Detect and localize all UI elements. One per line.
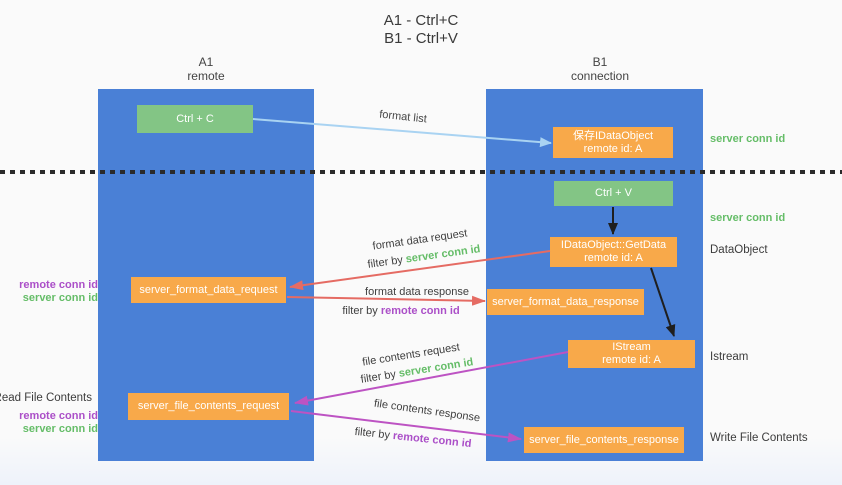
remote-conn-id-label: remote conn id [19, 279, 98, 291]
node-ctrl-c-label: Ctrl + C [176, 112, 214, 125]
node-idataobject-getdata: IDataObject::GetData remote id: A [550, 237, 677, 267]
filter-by-text: filter by [359, 367, 400, 386]
node-ctrl-v: Ctrl + V [554, 181, 673, 206]
column-b1-name: B1 [592, 55, 608, 69]
column-header-a1: A1 remote [106, 55, 306, 83]
label-filter-by-remote-conn-id-format: filter by remote conn id [342, 305, 459, 317]
left-conn-id-labels-file: remote conn id server conn id [19, 410, 98, 436]
node-istream-line2: remote id: A [602, 354, 661, 366]
node-server-file-contents-request: server_file_contents_request [128, 393, 289, 420]
left-conn-id-labels-format: remote conn id server conn id [19, 279, 98, 305]
column-header-b1: B1 connection [500, 55, 700, 83]
machine-boundary-dotted-line [0, 170, 842, 174]
node-format-request-label: server_format_data_request [139, 283, 278, 296]
label-format-list: format list [378, 108, 428, 126]
node-ctrl-c: Ctrl + C [137, 105, 253, 133]
read-file-contents-label: Read File Contents [0, 392, 92, 404]
node-file-request-label: server_file_contents_request [137, 400, 280, 412]
node-server-format-data-request: server_format_data_request [131, 277, 286, 303]
label-filter-by-remote-conn-id-file: filter by remote conn id [354, 426, 472, 450]
server-conn-id-label-top: server conn id [710, 133, 786, 145]
node-save-idataobject-line1: 保存IDataObject [572, 129, 654, 142]
istream-label: Istream [710, 351, 749, 363]
dataobject-label: DataObject [710, 244, 768, 256]
write-file-contents-label: Write File Contents [710, 432, 808, 444]
column-a1-subtitle: remote [187, 69, 225, 83]
server-conn-id-label: server conn id [22, 423, 98, 435]
title-line-1: A1 - Ctrl+C [383, 12, 459, 29]
filter-by-text: filter by [342, 305, 381, 317]
filter-by-text: filter by [366, 253, 407, 271]
node-getdata-line1: IDataObject::GetData [560, 239, 667, 251]
node-server-format-data-response: server_format_data_response [487, 289, 644, 315]
filter-by-text: filter by [354, 425, 394, 442]
server-conn-id-label: server conn id [22, 292, 98, 304]
column-b1-subtitle: connection [570, 69, 630, 83]
remote-conn-id-label: remote conn id [19, 410, 98, 422]
node-file-response-label: server_file_contents_response [529, 433, 679, 446]
node-istream: IStream remote id: A [568, 340, 695, 368]
title-line-2: B1 - Ctrl+V [384, 30, 458, 47]
node-save-idataobject: 保存IDataObject remote id: A [553, 127, 673, 158]
remote-conn-id-text: remote conn id [380, 305, 460, 317]
column-a1-name: A1 [198, 55, 214, 69]
node-server-file-contents-response: server_file_contents_response [524, 427, 684, 453]
remote-conn-id-text: remote conn id [392, 429, 472, 451]
server-conn-id-label-mid: server conn id [710, 212, 786, 224]
node-ctrl-v-label: Ctrl + V [595, 187, 632, 199]
label-file-contents-response: file contents response [373, 397, 481, 425]
node-istream-line1: IStream [612, 341, 651, 353]
node-getdata-line2: remote id: A [584, 252, 643, 264]
node-save-idataobject-line2: remote id: A [583, 142, 643, 155]
node-format-response-label: server_format_data_response [492, 295, 639, 308]
diagram-title: A1 - Ctrl+C B1 - Ctrl+V [0, 12, 842, 48]
label-format-data-response: format data response [365, 286, 469, 298]
